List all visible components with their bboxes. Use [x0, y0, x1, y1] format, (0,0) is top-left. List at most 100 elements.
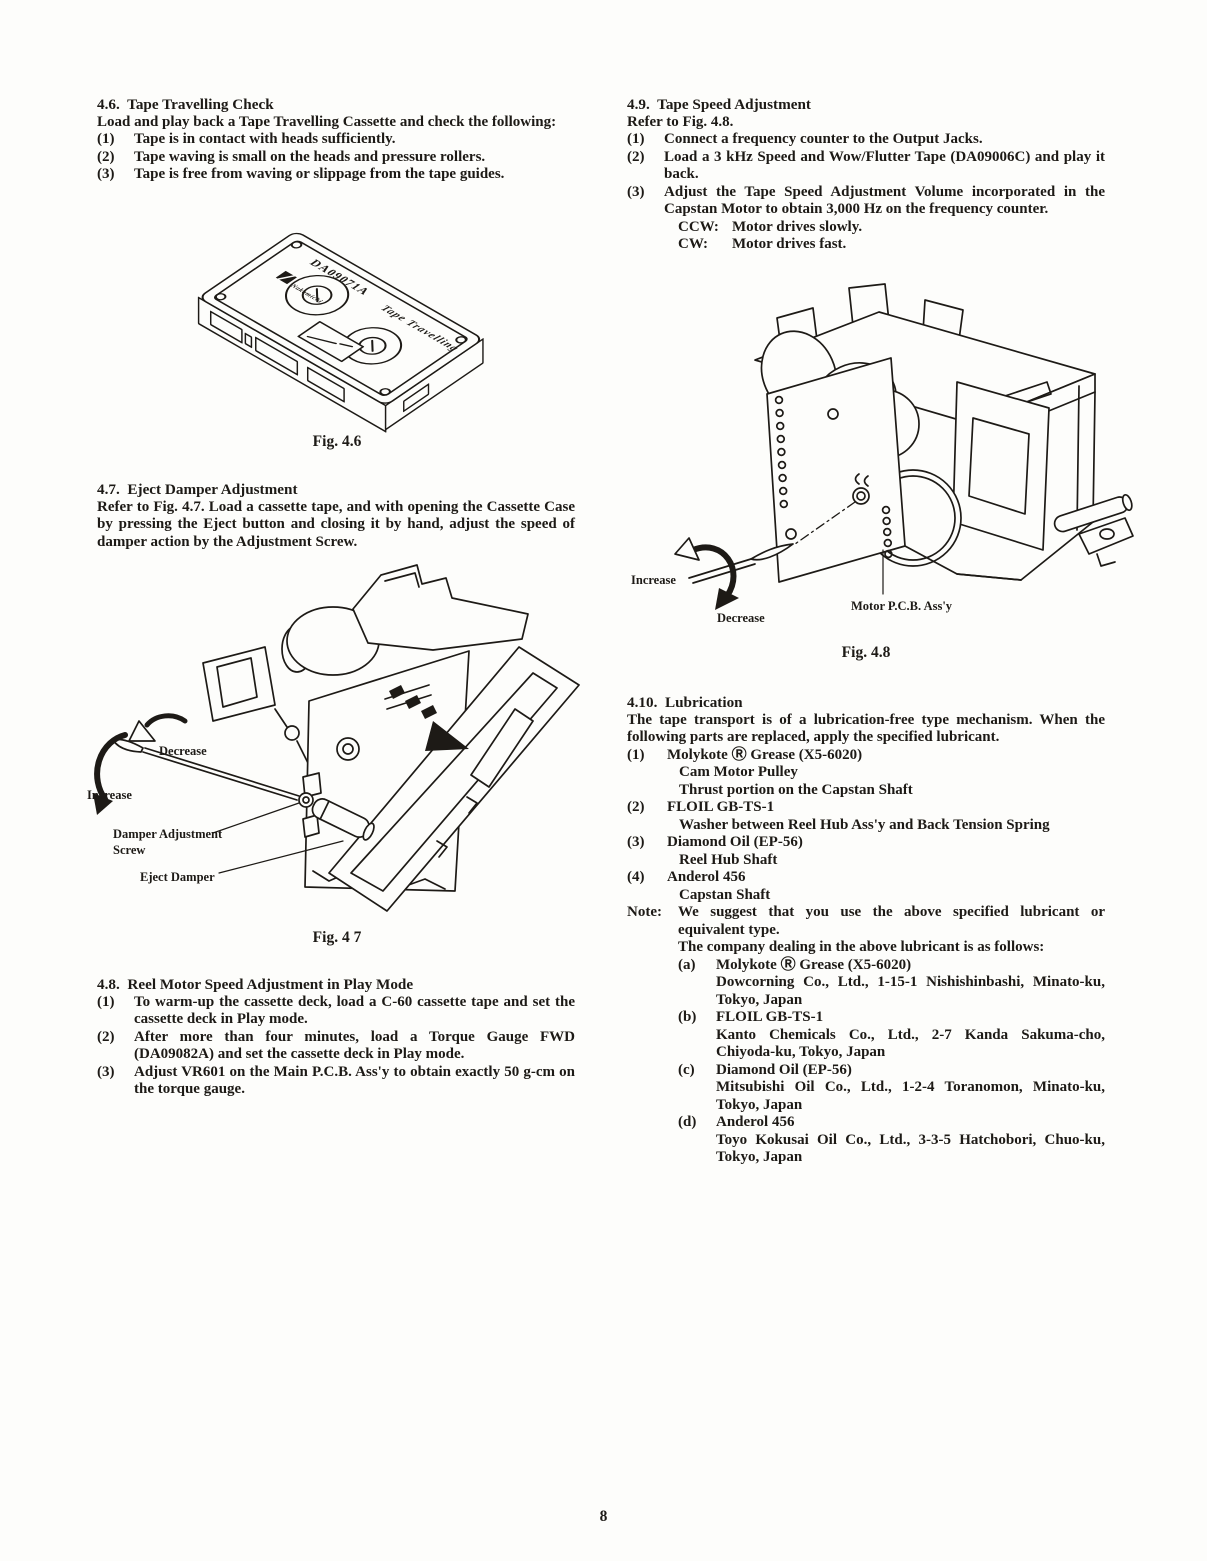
- page-number: 8: [599, 1508, 608, 1525]
- decrease-arrow-icon: [128, 713, 188, 742]
- item-number: (b): [678, 1009, 697, 1025]
- list-item: (2) After more than four minutes, load a…: [97, 1029, 575, 1064]
- lubricant-name: FLOIL GB-TS-1: [667, 799, 775, 815]
- lubricant-name: Anderol 456: [667, 869, 746, 885]
- lubricant-part: Cam Motor Pulley: [679, 764, 798, 780]
- refer-line: Refer to Fig. 4.8.: [627, 113, 734, 130]
- ccw-label: CCW:: [678, 218, 719, 235]
- item-number: (3): [97, 166, 115, 182]
- item-number: (2): [97, 1028, 115, 1045]
- item-text: Load a 3 kHz Speed and Wow/Flutter Tape …: [664, 148, 1105, 183]
- lubricant-part: Washer between Reel Hub Ass'y and Back T…: [679, 816, 1050, 833]
- left-bracket: [202, 646, 310, 766]
- increase-decrease-arrow-icon: [674, 537, 739, 610]
- item-number: (a): [678, 956, 696, 973]
- dash-dot-line: [794, 501, 856, 545]
- list-item: (2) Load a 3 kHz Speed and Wow/Flutter T…: [627, 149, 1105, 184]
- section-4-6: 4.6. Tape Travelling Check Load and play…: [97, 96, 575, 184]
- list-item: (3) Adjust the Tape Speed Adjustment Vol…: [627, 184, 1105, 219]
- item-text: Adjust VR601 on the Main P.C.B. Ass'y to…: [134, 1063, 575, 1098]
- capstan-shaft: [1053, 493, 1133, 533]
- item-number: (3): [627, 834, 645, 850]
- bottom-frame: [904, 545, 1022, 581]
- lubricant-part: Capstan Shaft: [679, 886, 771, 903]
- company-product: Diamond Oil (EP-56): [716, 1061, 852, 1078]
- list-item: (2) FLOIL GB-TS-1 Washer between Reel Hu…: [627, 799, 1105, 834]
- item-text: Tape waving is small on the heads and pr…: [134, 148, 486, 165]
- lubricant-part: Reel Hub Shaft: [679, 851, 778, 868]
- damper-adjustment-screw: [298, 792, 314, 808]
- section-intro: Load and play back a Tape Travelling Cas…: [97, 113, 557, 130]
- cassette-right-edge: [384, 338, 484, 431]
- item-number: (2): [627, 148, 645, 165]
- cassette-front-edge: [197, 296, 387, 433]
- item-text: Adjust the Tape Speed Adjustment Volume …: [664, 183, 1105, 218]
- company-item: (a) Molykote Ⓡ Grease (X5-6020) Dowcorni…: [678, 957, 1105, 1010]
- ccw-row: CCW: Motor drives slowly.: [678, 219, 1105, 237]
- item-number: (1): [97, 131, 115, 147]
- item-text: Tape is free from waving or slippage fro…: [134, 166, 505, 182]
- decrease-label: Decrease: [717, 611, 765, 625]
- list-item: (4) Anderol 456 Capstan Shaft: [627, 869, 1105, 904]
- section-4-9: 4.9. Tape Speed Adjustment Refer to Fig.…: [627, 96, 1105, 254]
- lubricant-part: Thrust portion on the Capstan Shaft: [679, 781, 913, 798]
- company-address: Dowcorning Co., Ltd., 1-15-1 Nishishinba…: [716, 974, 1105, 1008]
- item-text: After more than four minutes, load a Tor…: [134, 1028, 575, 1063]
- motor-pcb-label: Motor P.C.B. Ass'y: [851, 599, 953, 613]
- note-text: The company dealing in the above lubrica…: [678, 939, 1045, 955]
- figure-caption: Fig. 4.6: [312, 433, 362, 450]
- screwdriver-icon: [112, 738, 300, 801]
- section-heading: 4.9. Tape Speed Adjustment: [627, 96, 811, 113]
- increase-label: Increase: [87, 788, 132, 802]
- section-4-8: 4.8. Reel Motor Speed Adjustment in Play…: [97, 976, 575, 1099]
- list-item: (3) Tape is free from waving or slippage…: [97, 166, 575, 184]
- item-number: (4): [627, 869, 645, 885]
- section-heading: 4.8. Reel Motor Speed Adjustment in Play…: [97, 976, 414, 993]
- section-body: Refer to Fig. 4.7. Load a cassette tape,…: [97, 498, 575, 550]
- figure-4-8-mechanism-drawing: Increase Decrease Motor P.C.B. Ass'y: [631, 283, 1134, 625]
- figure-caption: Fig. 4.8: [841, 644, 891, 661]
- list-item: (1) To warm-up the cassette deck, load a…: [97, 994, 575, 1029]
- item-number: (1): [97, 993, 115, 1010]
- item-number: (3): [97, 1063, 115, 1080]
- increase-arrow-icon: [93, 732, 128, 815]
- decrease-label: Decrease: [159, 744, 207, 758]
- item-number: (1): [627, 131, 645, 147]
- company-item: (c) Diamond Oil (EP-56) Mitsubishi Oil C…: [678, 1062, 1105, 1115]
- item-text: Tape is in contact with heads sufficient…: [134, 131, 396, 147]
- list-item: (1) Connect a frequency counter to the O…: [627, 131, 1105, 149]
- cw-label: CW:: [678, 236, 708, 252]
- company-item: (b) FLOIL GB-TS-1 Kanto Chemicals Co., L…: [678, 1009, 1105, 1062]
- figure-4-7-mechanism-drawing: Decrease Increase Damper Adjustment Scre…: [87, 564, 580, 912]
- figure-4-6-cassette-drawing: Nakamichi DA09071A Tape Travelling: [197, 232, 484, 433]
- speed-adjustment-screw: [852, 487, 870, 505]
- motion-arrow-icon: [389, 685, 469, 751]
- cw-text: Motor drives fast.: [732, 236, 847, 252]
- motor-cylinder: [281, 606, 380, 676]
- cw-row: CW: Motor drives fast.: [678, 236, 1105, 254]
- increase-label: Increase: [631, 573, 676, 587]
- eject-damper-label: Eject Damper: [140, 870, 215, 884]
- company-product: FLOIL GB-TS-1: [716, 1009, 824, 1025]
- screw-leader-line: [212, 802, 300, 834]
- item-text: Connect a frequency counter to the Outpu…: [664, 131, 983, 147]
- right-frame: [952, 381, 1096, 581]
- section-heading: 4.7. Eject Damper Adjustment: [97, 481, 298, 498]
- section-4-7: 4.7. Eject Damper Adjustment Refer to Fi…: [97, 481, 575, 551]
- ccw-text: Motor drives slowly.: [732, 218, 863, 235]
- top-bracket: [352, 564, 529, 651]
- cassette-door-frame: [328, 646, 580, 912]
- list-item: (2) Tape waving is small on the heads an…: [97, 149, 575, 167]
- company-address: Mitsubishi Oil Co., Ltd., 1-2-4 Toranomo…: [716, 1079, 1105, 1113]
- damper-leader-line: [218, 840, 344, 874]
- item-text: To warm-up the cassette deck, load a C-6…: [134, 993, 575, 1028]
- item-number: (c): [678, 1061, 695, 1078]
- lubricant-name: Diamond Oil (EP-56): [667, 834, 803, 850]
- list-item: (1) Tape is in contact with heads suffic…: [97, 131, 575, 149]
- item-number: (d): [678, 1114, 697, 1130]
- section-intro: The tape transport is of a lubrication-f…: [627, 711, 1105, 746]
- damper-screw-label-line2: Screw: [113, 843, 145, 857]
- motor-pcb-plate: [766, 357, 906, 583]
- item-number: (2): [97, 148, 115, 165]
